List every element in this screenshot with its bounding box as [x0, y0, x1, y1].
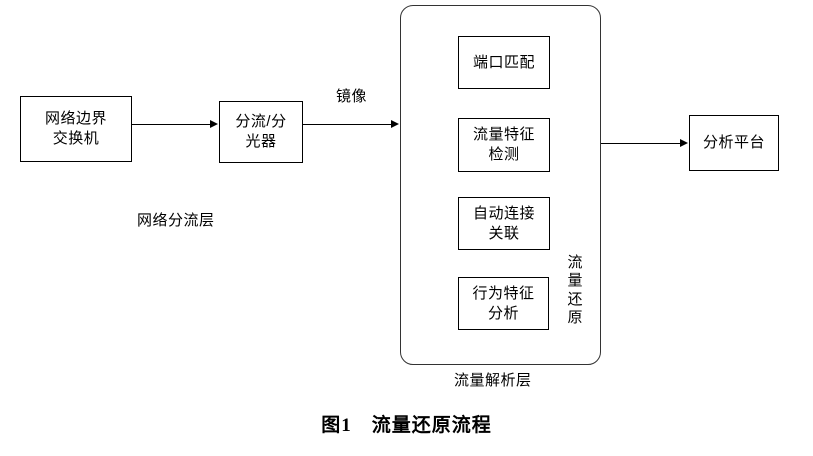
layer-label-traffic-parse: 流量解析层 — [454, 372, 532, 389]
label-traffic-restore-char-0: 流 — [567, 254, 583, 271]
edge-label-mirror: 镜像 — [336, 88, 368, 105]
parser-to-platform-arrowhead — [680, 138, 688, 147]
label-traffic-restore-char-2: 还 — [567, 290, 583, 308]
figure-caption: 图1 流量还原流程 — [321, 415, 492, 436]
module-port-match: 端口匹配 — [458, 36, 550, 89]
node-analysis-platform: 分析平台 — [689, 115, 779, 171]
edge-switch-to-splitter-arrowhead — [210, 119, 218, 128]
module-traffic-feature-detection: 流量特征 检测 — [458, 118, 550, 172]
edge-switch-to-splitter-line — [132, 124, 211, 125]
label-traffic-restore-char-1: 量 — [567, 272, 583, 290]
module-behavior-feature-analysis: 行为特征 分析 — [458, 277, 549, 330]
splitter-to-parser-arrowhead — [391, 119, 399, 128]
layer-label-network-split: 网络分流层 — [137, 212, 215, 229]
label-traffic-restore-char-3: 原 — [567, 308, 583, 326]
node-edge-switch: 网络边界 交换机 — [20, 96, 132, 162]
label-traffic-restore-vertical: 流 量 还 原 — [565, 254, 585, 327]
node-splitter: 分流/分 光器 — [219, 101, 303, 163]
module-auto-connection-correlation: 自动连接 关联 — [458, 197, 550, 250]
parser-to-platform-line — [601, 143, 681, 144]
splitter-to-parser-line — [303, 124, 392, 125]
